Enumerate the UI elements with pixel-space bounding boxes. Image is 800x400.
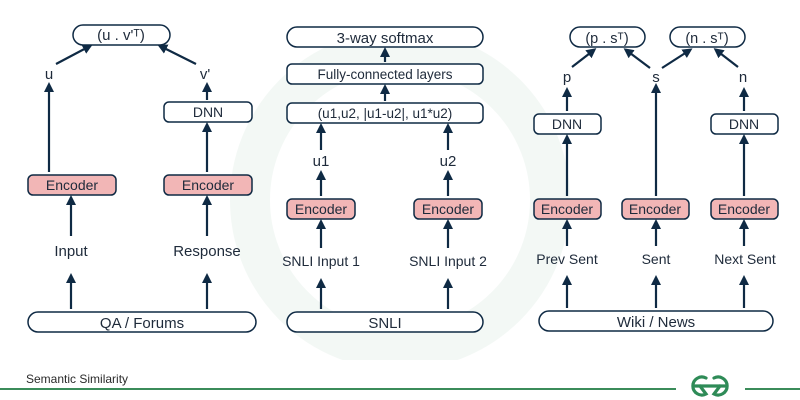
panel-snli: SNLI SNLI Input 1 SNLI Input 2 Encoder E… <box>282 26 487 333</box>
next-sent-label: Next Sent <box>714 251 776 267</box>
score-label-ns: (n . sᵀ) <box>685 31 728 47</box>
encoder-label: Encoder <box>182 177 234 193</box>
arrow-v-to-score <box>157 44 197 65</box>
dnn-box-qa <box>163 101 253 123</box>
score-box-ns <box>669 26 746 48</box>
panel-wiki: Wiki / News Prev Sent Sent Next Sent Enc… <box>533 26 779 332</box>
combine-box <box>286 102 484 124</box>
softmax-box <box>286 26 484 48</box>
gfg-logo <box>691 375 729 397</box>
source-label-wiki: Wiki / News <box>617 314 695 331</box>
snli-input2-label: SNLI Input 2 <box>409 253 487 269</box>
arrow-s-to-score-right <box>661 48 693 69</box>
dnn-label: DNN <box>552 116 582 132</box>
u-label: u <box>45 66 53 83</box>
fc-box <box>286 63 484 85</box>
s-label: s <box>652 69 660 86</box>
dnn-label: DNN <box>729 116 759 132</box>
v-label: v' <box>200 66 211 83</box>
u2-label: u2 <box>440 153 457 170</box>
encoder-box-snli1 <box>286 198 356 220</box>
source-label-qa: QA / Forums <box>100 315 184 332</box>
encoder-box-response <box>163 174 253 196</box>
prev-sent-label: Prev Sent <box>536 251 598 267</box>
dnn-box-next <box>710 113 779 135</box>
encoder-label: Encoder <box>422 201 474 217</box>
n-label: n <box>739 69 747 86</box>
arrow-u-to-score <box>55 44 93 65</box>
score-label-ps: (p . sᵀ) <box>585 31 628 47</box>
encoder-label: Encoder <box>46 177 98 193</box>
source-box-wiki <box>538 310 774 332</box>
combine-label: (u1,u2, |u1-u2|, u1*u2) <box>318 106 453 121</box>
dnn-label: DNN <box>193 104 223 120</box>
arrow-n-to-score <box>713 48 739 68</box>
encoder-box-prev <box>533 198 602 220</box>
encoder-label: Encoder <box>718 201 770 217</box>
snli-input1-label: SNLI Input 1 <box>282 253 360 269</box>
arrow-p-to-score <box>571 48 597 68</box>
encoder-label: Encoder <box>295 201 347 217</box>
arrow-s-to-score-left <box>623 48 651 69</box>
response-label: Response <box>173 243 241 260</box>
sent-label: Sent <box>642 251 671 267</box>
encoder-box-next <box>710 198 779 220</box>
encoder-box-sent <box>621 198 690 220</box>
footer-caption: Semantic Similarity <box>26 372 128 386</box>
u1-label: u1 <box>313 153 330 170</box>
encoder-box-input <box>27 174 117 196</box>
encoder-label: Encoder <box>629 201 681 217</box>
dnn-box-prev <box>533 113 602 135</box>
encoder-label: Encoder <box>541 201 593 217</box>
source-box-snli <box>286 311 484 333</box>
source-box-qa <box>27 311 257 333</box>
softmax-label: 3-way softmax <box>337 30 434 47</box>
score-label-qa: (u . v'ᵀ) <box>97 27 145 44</box>
source-label-snli: SNLI <box>368 315 401 332</box>
fc-label: Fully-connected layers <box>317 67 452 82</box>
encoder-box-snli2 <box>413 198 483 220</box>
panel-qa: QA / Forums Input Response Encoder Encod… <box>27 24 257 333</box>
footer: Semantic Similarity <box>0 360 800 400</box>
score-box-qa <box>72 24 171 46</box>
input-label: Input <box>54 243 88 260</box>
score-box-ps <box>569 26 646 48</box>
p-label: p <box>563 69 571 86</box>
